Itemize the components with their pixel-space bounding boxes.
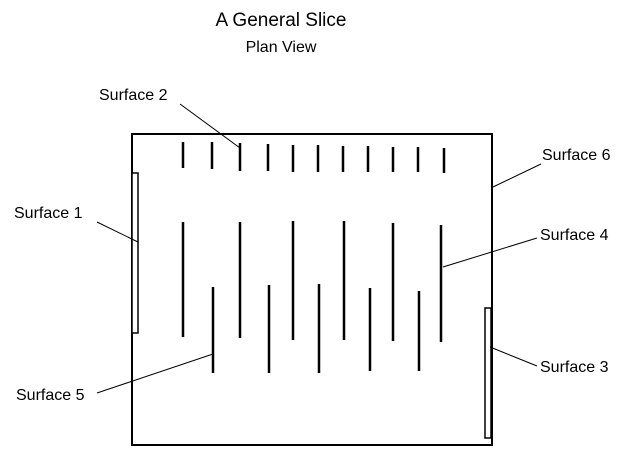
diagram-title: A General Slice [215, 10, 347, 31]
surface-3-panel [484, 307, 492, 439]
diagram-subtitle: Plan View [245, 39, 317, 56]
leader-lines [96, 103, 542, 394]
surface-2-label: Surface 2 [99, 87, 168, 104]
surface-5-leader [96, 353, 214, 394]
surface-3-leader [489, 346, 538, 367]
surface-4-bars [181, 221, 443, 342]
surface-4-leader [442, 237, 538, 268]
surface-2-bars [181, 142, 446, 173]
surface-1-label: Surface 1 [14, 205, 83, 222]
surface-5-bars [211, 284, 421, 373]
surface-6-label: Surface 6 [542, 147, 611, 164]
surface-3-label: Surface 3 [540, 359, 609, 376]
surface-4-label: Surface 4 [540, 227, 609, 244]
surface-2-leader [179, 103, 241, 149]
surface-1-panel [131, 172, 139, 334]
surface-5-label: Surface 5 [16, 387, 85, 404]
surface-6-leader [492, 163, 542, 188]
surface-1-leader [96, 221, 139, 243]
slice-boundary [131, 133, 493, 446]
